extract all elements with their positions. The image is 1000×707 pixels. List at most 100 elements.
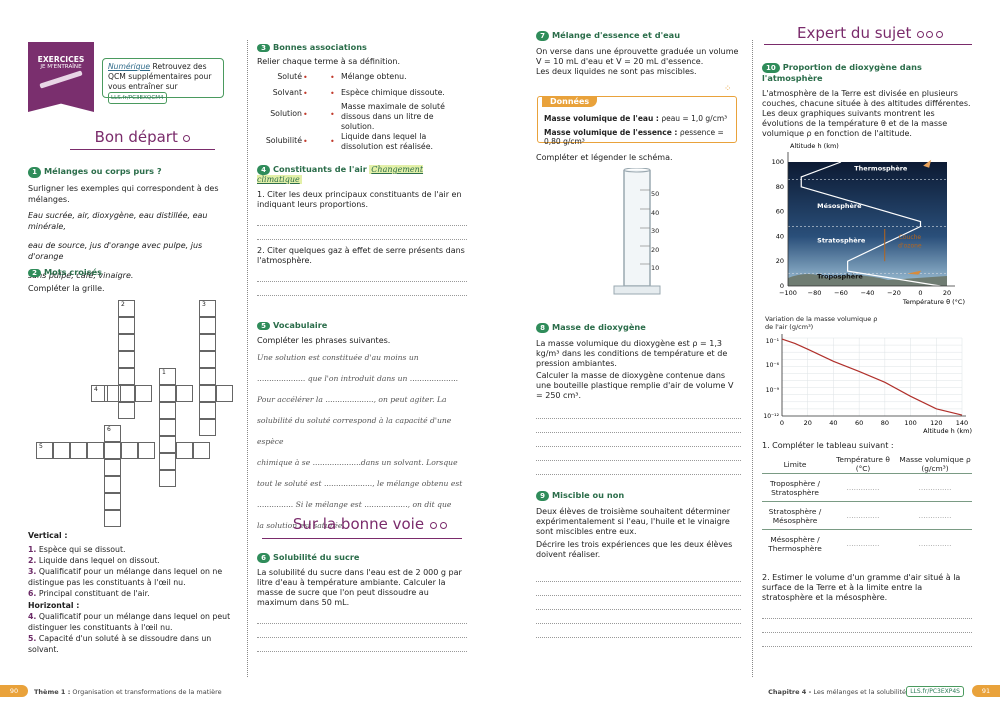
crossword-cell[interactable]	[104, 385, 121, 402]
crossword-cell[interactable]	[135, 385, 152, 402]
crossword-cell[interactable]	[104, 493, 121, 510]
crossword-cell[interactable]	[118, 317, 135, 334]
table-input-cell[interactable]: ..............	[846, 483, 880, 492]
answer-line[interactable]	[536, 447, 741, 461]
crossword-cell[interactable]: 1	[159, 368, 176, 385]
y-tick-label: 40	[776, 232, 784, 240]
crossword-cell[interactable]	[104, 442, 121, 459]
crossword-cell[interactable]	[118, 351, 135, 368]
footer-link[interactable]: LLS.fr/PC3EXP4S	[906, 686, 964, 697]
crossword-cell[interactable]	[104, 459, 121, 476]
exercise-1-line1[interactable]: Eau sucrée, air, dioxygène, eau distillé…	[28, 211, 208, 231]
answer-line[interactable]	[257, 624, 467, 638]
cloze-part: dans un solvant. Lorsque	[360, 458, 458, 467]
answer-line[interactable]	[257, 212, 467, 226]
crossword-cell[interactable]	[193, 442, 210, 459]
answer-line[interactable]	[257, 610, 467, 624]
blank[interactable]: ....................	[409, 374, 459, 383]
crossword-cell[interactable]	[199, 419, 216, 436]
answer-line[interactable]	[257, 226, 467, 240]
crossword-cell[interactable]: 4	[91, 385, 108, 402]
crossword-cell[interactable]	[176, 385, 193, 402]
crossword-cell[interactable]	[159, 385, 176, 402]
crossword-cell[interactable]	[159, 453, 176, 470]
crossword-cell[interactable]: 2	[118, 300, 135, 317]
match-dot[interactable]: •	[303, 110, 308, 119]
crossword-cell[interactable]	[87, 442, 104, 459]
clue-h5: 5. Capacité d'un soluté à se dissoudre d…	[28, 633, 243, 655]
answer-line[interactable]	[536, 582, 741, 596]
table-input-cell[interactable]: ..............	[918, 511, 952, 520]
crossword-cell[interactable]	[159, 419, 176, 436]
graduation-label: 30	[651, 227, 660, 235]
crossword-cell[interactable]	[199, 334, 216, 351]
answer-line[interactable]	[536, 610, 741, 624]
answer-line[interactable]	[257, 268, 467, 282]
crossword-cell[interactable]	[53, 442, 70, 459]
crossword-cell[interactable]	[159, 470, 176, 487]
match-dot[interactable]: •	[330, 89, 335, 98]
clue-text: Liquide dans lequel on dissout.	[38, 556, 160, 565]
crossword-cell[interactable]	[104, 476, 121, 493]
molecule-icon: ⁘	[724, 84, 732, 94]
crossword-cell[interactable]: 5	[36, 442, 53, 459]
crossword-cell[interactable]	[159, 436, 176, 453]
clue-number: 6.	[28, 589, 37, 598]
blank[interactable]: ..................	[364, 500, 408, 509]
crossword-cell[interactable]	[121, 442, 138, 459]
clue-number: 3.	[28, 567, 37, 576]
crossword-cell[interactable]	[118, 385, 135, 402]
crossword-cell[interactable]	[216, 385, 233, 402]
crossword-cell[interactable]	[199, 385, 216, 402]
crossword-cell[interactable]	[118, 334, 135, 351]
crossword-cell[interactable]	[104, 510, 121, 527]
answer-line[interactable]	[536, 433, 741, 447]
match-dot[interactable]: •	[330, 73, 335, 82]
answer-line[interactable]	[762, 619, 972, 633]
answer-line[interactable]	[762, 605, 972, 619]
table-input-cell[interactable]: ..............	[918, 483, 952, 492]
crossword-cell[interactable]	[199, 351, 216, 368]
answer-line[interactable]	[762, 633, 972, 647]
crossword-cell[interactable]	[199, 317, 216, 334]
crossword-cell[interactable]	[138, 442, 155, 459]
table-input-cell[interactable]: ..............	[846, 511, 880, 520]
crossword-cell[interactable]: 3	[199, 300, 216, 317]
table-input-cell[interactable]: ..............	[918, 539, 952, 549]
blank[interactable]: ....................	[312, 458, 361, 467]
answer-line[interactable]	[536, 461, 741, 475]
blank[interactable]: ....................	[323, 479, 373, 488]
answer-line[interactable]	[257, 282, 467, 296]
exercise-1-line2[interactable]: eau de source, jus d'orange avec pulpe, …	[28, 241, 203, 261]
crossword-cell[interactable]	[199, 402, 216, 419]
match-dot[interactable]: •	[303, 89, 308, 98]
table-input-cell[interactable]: ..............	[846, 539, 880, 549]
graduated-cylinder[interactable]	[610, 168, 670, 300]
crossword-cell[interactable]	[118, 402, 135, 419]
answer-line[interactable]	[536, 405, 741, 419]
answer-line[interactable]	[536, 624, 741, 638]
match-dot[interactable]: •	[303, 137, 308, 146]
numerique-link[interactable]: LLS.fr/PC3EXQCM4	[108, 92, 167, 104]
blank[interactable]: ....................	[257, 374, 306, 383]
temperature-curve	[800, 161, 941, 287]
blank[interactable]: ....................	[325, 395, 374, 404]
y-tick-label: 10⁻¹	[766, 338, 780, 345]
answer-line[interactable]	[536, 568, 741, 582]
blank[interactable]: ..............	[257, 500, 291, 509]
crossword-cell[interactable]	[199, 368, 216, 385]
matching-definitions: Mélange obtenu. Espèce chimique dissoute…	[341, 72, 463, 152]
crossword-cell[interactable]: 6	[104, 425, 121, 442]
exercise-1-line3[interactable]: sans pulpe, café, vinaigre.	[28, 271, 134, 280]
answer-line[interactable]	[257, 638, 467, 652]
crossword-cell[interactable]	[176, 442, 193, 459]
match-dot[interactable]: •	[303, 73, 308, 82]
answer-line[interactable]	[536, 596, 741, 610]
exercise-1-instruction: Surligner les exemples qui correspondent…	[28, 184, 219, 204]
match-dot[interactable]: •	[330, 137, 335, 146]
answer-line[interactable]	[536, 419, 741, 433]
crossword-cell[interactable]	[118, 368, 135, 385]
crossword-cell[interactable]	[159, 402, 176, 419]
match-dot[interactable]: •	[330, 110, 335, 119]
crossword-cell[interactable]	[70, 442, 87, 459]
